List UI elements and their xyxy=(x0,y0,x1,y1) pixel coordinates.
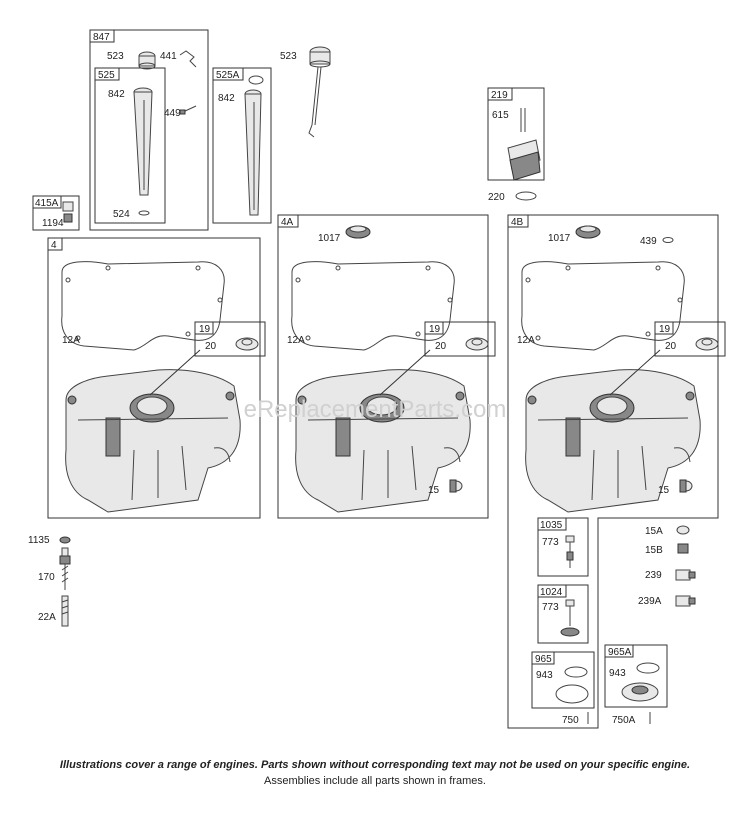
part-15B: 15B xyxy=(645,545,663,556)
governor-219 xyxy=(507,108,541,201)
part-1135: 1135 xyxy=(28,535,50,546)
frame-847: 847 xyxy=(89,29,209,231)
part-842b: 842 xyxy=(218,93,235,104)
part-239: 239 xyxy=(645,570,662,581)
dipstick-tube-842 xyxy=(133,87,153,216)
frame-415A-label: 415A xyxy=(35,198,59,209)
frame-19-b-label: 19 xyxy=(429,324,441,335)
part-12A-a: 12A xyxy=(62,335,80,346)
frame-1035-label: 1035 xyxy=(540,520,563,531)
part-750: 750 xyxy=(562,715,579,726)
part-220: 220 xyxy=(488,192,505,203)
crankcase-cover-4B xyxy=(521,261,701,513)
assemblies-note: Assemblies include all parts shown in fr… xyxy=(264,775,486,787)
part-842: 842 xyxy=(108,89,125,100)
frame-965-label: 965 xyxy=(535,654,552,665)
frame-219: 219 xyxy=(487,87,545,181)
part-15A: 15A xyxy=(645,526,663,537)
crankcase-cover-4A xyxy=(291,261,471,513)
part-523b: 523 xyxy=(280,51,297,62)
part-523: 523 xyxy=(107,51,124,62)
frame-4B-label: 4B xyxy=(511,217,524,228)
frame-965A-label: 965A xyxy=(608,647,632,658)
dipstick-cap-523 xyxy=(138,51,156,70)
part-615: 615 xyxy=(492,110,509,121)
frame-965: 965 xyxy=(531,651,595,709)
part-239A: 239A xyxy=(638,596,662,607)
frame-847-label: 847 xyxy=(93,32,110,43)
parts-right-column xyxy=(675,525,696,607)
clip-441 xyxy=(179,50,197,68)
part-1017-b: 1017 xyxy=(548,233,571,244)
part-20-a: 20 xyxy=(205,341,217,352)
part-524: 524 xyxy=(113,209,130,220)
part-439: 439 xyxy=(640,236,657,247)
frame-19-c-label: 19 xyxy=(659,324,671,335)
frame-4A: 4A xyxy=(277,214,489,519)
part-170: 170 xyxy=(38,572,55,583)
part-1017-a: 1017 xyxy=(318,233,341,244)
part-943-a: 943 xyxy=(536,670,553,681)
part-12A-c: 12A xyxy=(517,335,535,346)
frame-525A-label: 525A xyxy=(216,70,240,81)
o-ring-439 xyxy=(662,237,674,243)
dipstick-523 xyxy=(308,46,331,138)
frame-19-a-label: 19 xyxy=(199,324,211,335)
part-22A: 22A xyxy=(38,612,56,623)
frame-525-label: 525 xyxy=(98,70,115,81)
footer: Illustrations cover a range of engines. … xyxy=(0,757,750,789)
frame-965A: 965A xyxy=(604,644,668,708)
oil-fill-cap-1017b xyxy=(575,225,601,239)
plug-415A xyxy=(62,201,74,223)
part-12A-b: 12A xyxy=(287,335,305,346)
frame-219-label: 219 xyxy=(491,90,508,101)
part-773-a: 773 xyxy=(542,537,559,548)
part-20-b: 20 xyxy=(435,341,447,352)
watermark: eReplacementParts.com xyxy=(244,396,507,423)
frame-4B xyxy=(507,214,719,729)
disclaimer-note: Illustrations cover a range of engines. … xyxy=(59,759,691,771)
frame-1035: 1035 xyxy=(537,517,589,577)
oil-fill-cap-1017a xyxy=(345,225,371,239)
dipstick-tube-842b xyxy=(244,75,264,216)
plug-15b xyxy=(679,479,693,493)
frame-4: 4 xyxy=(47,237,261,519)
part-20-c: 20 xyxy=(665,341,677,352)
part-15-a: 15 xyxy=(428,485,440,496)
frame-4A-label: 4A xyxy=(281,217,294,228)
frame-525: 525 xyxy=(94,67,166,224)
frame-525A: 525A xyxy=(212,67,272,224)
part-1194: 1194 xyxy=(42,218,64,229)
drain-parts xyxy=(59,536,71,627)
plug-15a xyxy=(449,479,463,493)
screw-449 xyxy=(179,105,197,115)
frame-1024-label: 1024 xyxy=(540,587,563,598)
part-441: 441 xyxy=(160,51,177,62)
crankcase-cover-4 xyxy=(61,261,241,513)
part-449: 449 xyxy=(164,108,181,119)
part-750A: 750A xyxy=(612,715,636,726)
part-773-b: 773 xyxy=(542,602,559,613)
frame-4-label: 4 xyxy=(51,240,57,251)
frame-1024: 1024 xyxy=(537,584,589,644)
part-943-b: 943 xyxy=(609,668,626,679)
frame-415A: 415A xyxy=(32,195,80,231)
part-15-b: 15 xyxy=(658,485,670,496)
